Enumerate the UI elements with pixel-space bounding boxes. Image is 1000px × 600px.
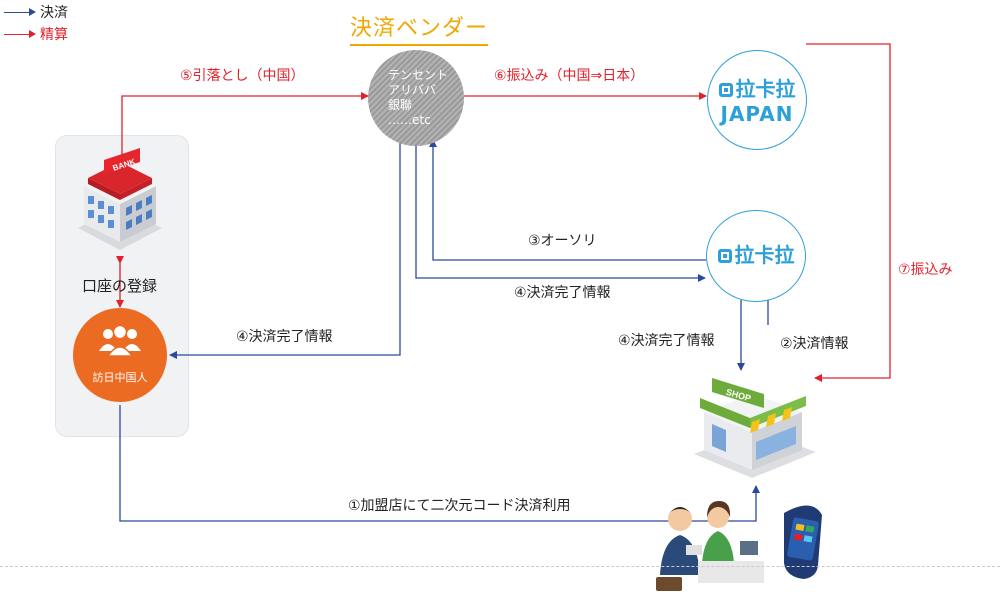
vendor-line-2: アリババ — [388, 83, 437, 97]
flow-label-step3: ③オーソリ — [528, 233, 597, 249]
lakala-brand: 拉卡拉 — [734, 243, 795, 267]
chinese-visitor-node: 訪日中国人 — [73, 308, 167, 402]
lakala-node: 拉卡拉 — [706, 210, 806, 302]
lakala-japan-brand: 拉卡拉 — [735, 77, 796, 101]
flow-label-step2: ②決済情報 — [780, 336, 849, 352]
lakala-logo-icon — [717, 249, 732, 263]
blue-arrow-icon — [4, 7, 36, 16]
chinese-visitor-label: 訪日中国人 — [92, 371, 148, 384]
customer-clerk-icon — [656, 501, 764, 591]
flow-label-step4-visitor: ④決済完了情報 — [236, 329, 333, 345]
legend-settlement: 精算 — [4, 24, 68, 44]
payment-vendor-node: テンセント アリババ 銀聯 ……etc — [368, 50, 464, 146]
arrow-step1 — [119, 405, 760, 522]
lakala-logo-icon — [718, 83, 733, 97]
shop-icon: SHOP — [694, 378, 816, 478]
legend-settlement-label: 精算 — [40, 27, 68, 43]
flow-label-step7: ⑦振込み — [898, 262, 953, 278]
vendor-line-3: 銀聯 — [388, 98, 413, 112]
flow-label-step6: ⑥振込み（中国⇒日本） — [494, 68, 645, 84]
arrow-step5 — [121, 92, 369, 165]
people-icon — [99, 324, 141, 357]
payment-terminal-icon — [784, 505, 822, 579]
legend-payment-label: 決済 — [40, 5, 68, 21]
bottom-divider — [0, 566, 1000, 567]
flow-label-step1: ①加盟店にて二次元コード決済利用 — [348, 498, 571, 514]
arrow-step7 — [806, 43, 891, 382]
lakala-japan-sub: JAPAN — [720, 102, 794, 126]
flow-label-step4-lakala: ④決済完了情報 — [514, 285, 611, 301]
arrow-step4-visitor — [169, 140, 401, 359]
diagram-title: 決済ベンダー — [350, 10, 489, 46]
arrow-step3 — [429, 139, 706, 261]
vendor-line-4: ……etc — [388, 113, 431, 127]
bank-building-icon: BANK — [78, 148, 162, 250]
lakala-japan-node: 拉卡拉 JAPAN — [707, 50, 807, 150]
red-arrow-icon — [4, 29, 36, 38]
account-registration-label: 口座の登録 — [82, 277, 158, 295]
flow-label-step5: ⑤引落とし（中国） — [180, 68, 305, 84]
vendor-line-1: テンセント — [388, 68, 449, 82]
arrow-step4-lakala — [415, 145, 706, 282]
legend-payment: 決済 — [4, 2, 68, 22]
flow-label-step4-shop: ④決済完了情報 — [618, 333, 715, 349]
